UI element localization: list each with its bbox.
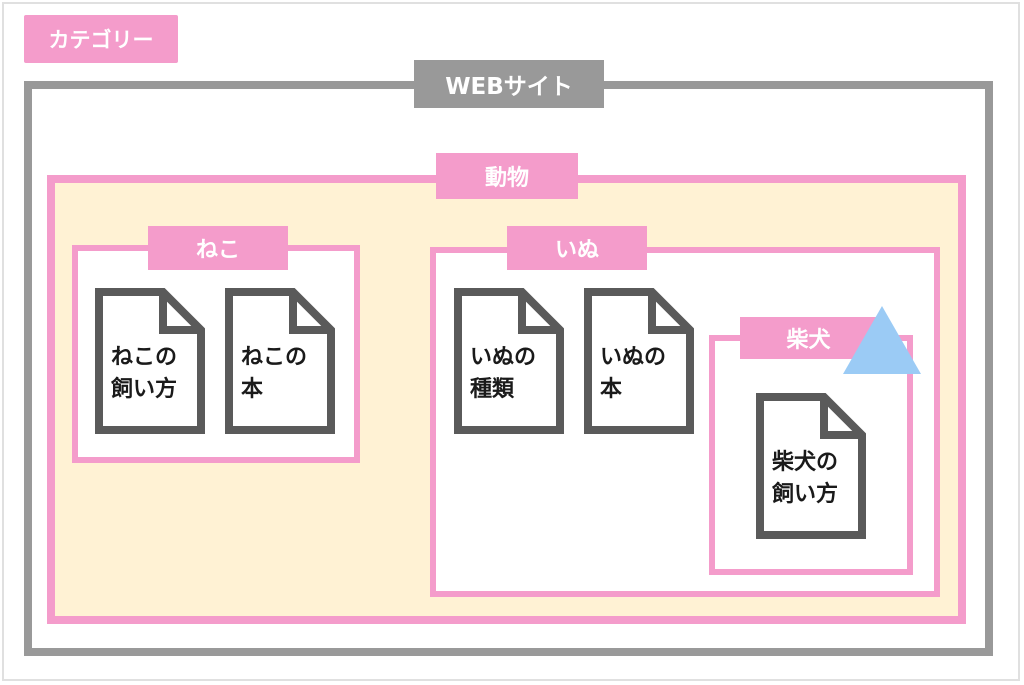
document-page: いぬの 本	[584, 288, 694, 434]
document-icon	[584, 288, 694, 434]
document-icon	[95, 288, 205, 434]
document-page: 柴犬の 飼い方	[756, 393, 866, 539]
document-title: 柴犬の 飼い方	[772, 450, 839, 507]
document-page: ねこの 本	[225, 288, 335, 434]
document-page: ねこの 飼い方	[95, 288, 205, 434]
document-icon	[225, 288, 335, 434]
cats-label: ねこ	[148, 226, 288, 270]
document-title: ねこの 本	[241, 345, 308, 402]
dogs-label: いぬ	[507, 226, 647, 270]
triangle-icon	[843, 306, 921, 374]
document-page: いぬの 種類	[454, 288, 564, 434]
category-legend-badge: カテゴリー	[24, 15, 178, 63]
document-title: ねこの 飼い方	[111, 345, 178, 402]
document-title: いぬの 本	[600, 345, 667, 402]
document-title: いぬの 種類	[470, 345, 537, 402]
website-label: WEBサイト	[414, 60, 604, 108]
document-icon	[756, 393, 866, 539]
document-icon	[454, 288, 564, 434]
shiba-label: 柴犬	[740, 317, 877, 359]
animals-label: 動物	[436, 153, 578, 199]
